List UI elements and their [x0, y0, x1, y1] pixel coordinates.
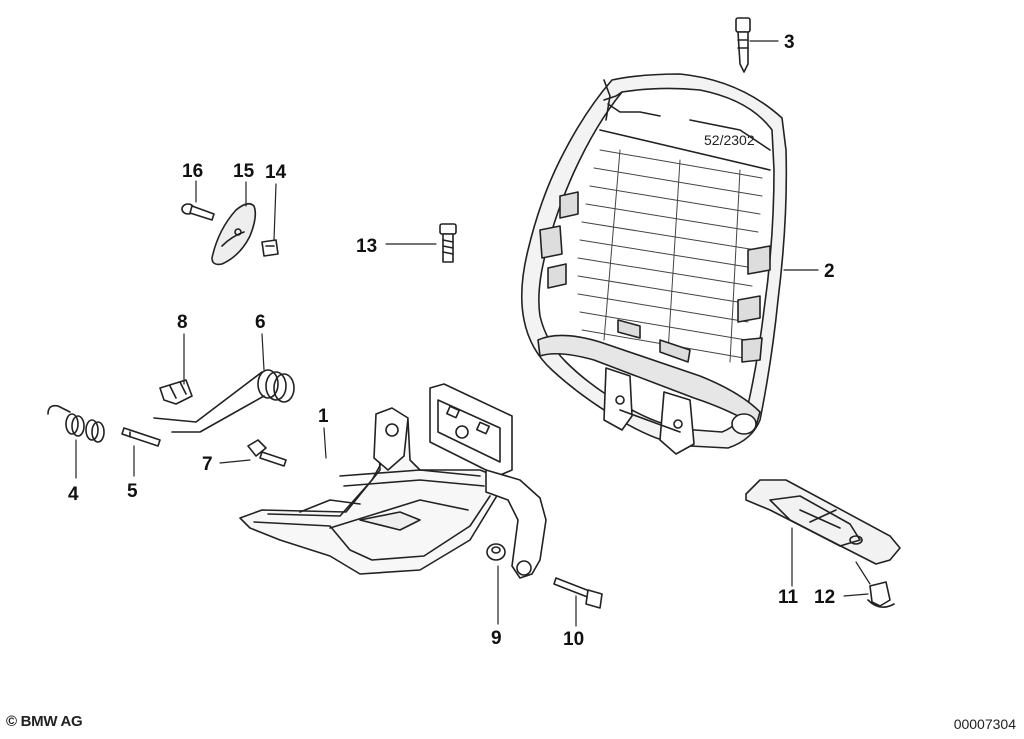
callout-5: 5 — [127, 481, 138, 502]
callout-9: 9 — [491, 628, 502, 649]
callout-13: 13 — [356, 236, 377, 257]
guide-sleeve — [736, 18, 750, 72]
callout-7: 7 — [202, 454, 213, 475]
callout-3: 3 — [784, 32, 795, 53]
callout-8: 8 — [177, 312, 188, 333]
clip-14 — [262, 240, 278, 256]
holder-8 — [160, 380, 192, 404]
callout-6: 6 — [255, 312, 266, 333]
diagram-number: 00007304 — [953, 716, 1016, 732]
pin-5 — [122, 428, 160, 446]
callout-14: 14 — [265, 162, 287, 183]
seat-base-frame — [240, 384, 546, 578]
drawing-code: 52/2302 — [704, 132, 755, 148]
cover-15 — [212, 204, 255, 265]
callout-10: 10 — [563, 629, 584, 650]
bushing-9 — [487, 544, 505, 560]
callout-12: 12 — [814, 587, 835, 608]
bolt-13 — [440, 224, 456, 262]
callout-15: 15 — [233, 161, 255, 182]
callout-4: 4 — [68, 484, 79, 505]
copyright-notice: © BMW AG — [6, 713, 83, 730]
spring-4 — [48, 406, 104, 442]
leader-lines — [75, 40, 871, 627]
bolt-7 — [248, 440, 286, 466]
bolt-10 — [554, 578, 602, 608]
callout-1: 1 — [318, 406, 329, 427]
trim-panel-11 — [746, 480, 900, 564]
screw-16 — [182, 204, 214, 220]
callout-16: 16 — [182, 161, 203, 182]
spring-6 — [154, 370, 294, 432]
backrest-frame — [522, 74, 787, 454]
callout-2: 2 — [824, 261, 835, 282]
callout-11: 11 — [778, 587, 799, 608]
fastener-12 — [868, 582, 894, 607]
